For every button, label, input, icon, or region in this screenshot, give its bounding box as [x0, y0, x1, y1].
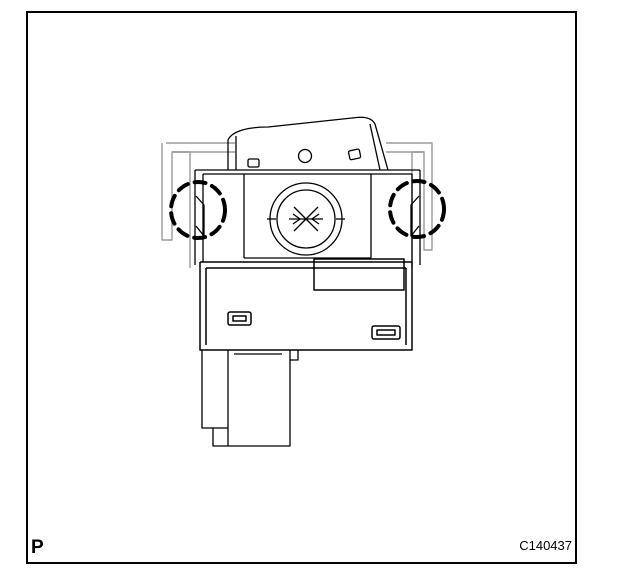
knob-slot-right — [347, 148, 362, 161]
housing-tab-left — [227, 311, 252, 326]
claw-right — [410, 195, 420, 237]
center-lens — [267, 182, 345, 256]
claw-left — [195, 195, 205, 237]
rocker-knob — [227, 116, 389, 171]
callout-left — [169, 180, 227, 240]
housing-window — [313, 258, 405, 291]
knob-pin-hole — [297, 148, 313, 164]
connector — [201, 350, 299, 447]
rear-bracket — [161, 142, 433, 268]
lower-housing — [199, 258, 413, 351]
claw-callouts — [169, 179, 446, 240]
figure-frame — [26, 11, 577, 564]
callout-right — [388, 179, 446, 239]
figure-id-label: C140437 — [519, 538, 572, 553]
view-code-label: P — [31, 537, 44, 558]
upper-body — [194, 169, 421, 265]
knob-slot-left — [247, 158, 260, 168]
housing-tab-right — [371, 325, 401, 340]
